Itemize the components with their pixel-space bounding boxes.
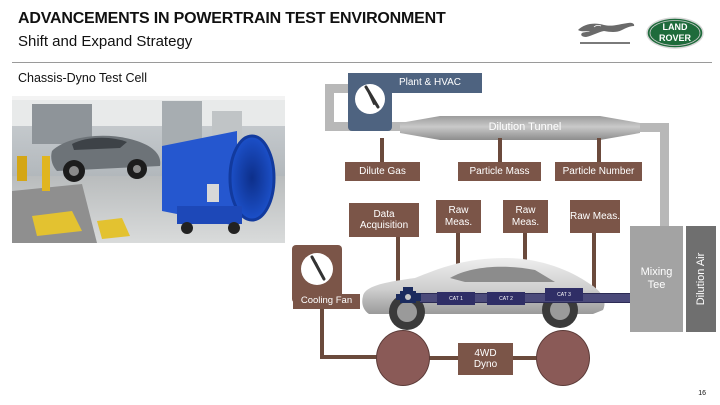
page-number: 16 <box>698 390 706 397</box>
hvac-fan-icon <box>348 73 392 131</box>
raw-meas-box-2: Raw Meas. <box>503 200 548 233</box>
particle-number-label: Particle Number <box>563 166 635 178</box>
raw-meas-label-1: Raw Meas. <box>436 205 481 228</box>
dilute-gas-box: Dilute Gas <box>345 162 420 181</box>
raw-meas-box-3: Raw Meas. <box>570 200 620 233</box>
cooling-fan-label: Cooling Fan <box>301 296 352 307</box>
page-title: ADVANCEMENTS IN POWERTRAIN TEST ENVIRONM… <box>18 10 446 28</box>
raw-meas-box-1: Raw Meas. <box>436 200 481 233</box>
page-subtitle: Shift and Expand Strategy <box>18 33 192 50</box>
dilute-gas-label: Dilute Gas <box>359 166 406 178</box>
test-cell-photo <box>12 96 285 243</box>
header-divider <box>12 62 712 63</box>
catalyst-1-label: CAT 1 <box>449 296 463 302</box>
particle-number-box: Particle Number <box>555 162 642 181</box>
land-rover-word-rover: ROVER <box>646 33 704 44</box>
dyno-label: 4WD Dyno <box>471 348 501 371</box>
dilution-air-label: Dilution Air <box>695 253 707 306</box>
land-rover-logo-text: LAND ROVER <box>646 22 704 44</box>
dilute-gas-line <box>380 138 384 164</box>
data-acquisition-label: Data Acquisition <box>349 209 419 232</box>
cooling-fan-line-horizontal <box>320 355 380 359</box>
land-rover-word-land: LAND <box>646 22 704 33</box>
plant-hvac-icon-box <box>348 73 392 131</box>
dilution-tunnel-label: Dilution Tunnel <box>470 121 580 133</box>
jaguar-leaper-icon <box>572 14 638 50</box>
raw-meas-label-2: Raw Meas. <box>503 205 548 228</box>
dyno-box: 4WD Dyno <box>458 343 513 375</box>
mixing-tee-label: Mixing Tee <box>639 266 675 292</box>
particle-mass-line <box>498 138 502 164</box>
plant-hvac-label: Plant & HVAC <box>399 77 461 89</box>
catalyst-3: CAT 3 <box>545 288 583 301</box>
land-rover-logo: LAND ROVER <box>646 17 704 49</box>
catalyst-3-label: CAT 3 <box>557 292 571 298</box>
catalyst-1: CAT 1 <box>437 292 475 305</box>
jaguar-logo <box>572 14 638 50</box>
cooling-fan-box: Cooling Fan <box>293 294 360 309</box>
particle-number-line <box>597 138 601 164</box>
dilution-air-box: Dilution Air <box>686 226 716 332</box>
particle-mass-box: Particle Mass <box>458 162 541 181</box>
catalyst-2-label: CAT 2 <box>499 296 513 302</box>
mixing-tee-box: Mixing Tee <box>630 226 683 332</box>
data-acquisition-box: Data Acquisition <box>349 203 419 237</box>
dyno-roller-front <box>376 330 430 386</box>
catalyst-2: CAT 2 <box>487 292 525 305</box>
particle-mass-label: Particle Mass <box>469 166 529 178</box>
dyno-roller-rear <box>536 330 590 386</box>
engine-icon <box>396 285 422 307</box>
cooling-fan-line <box>320 308 324 358</box>
test-cell-label: Chassis-Dyno Test Cell <box>18 71 147 85</box>
tunnel-return-pipe <box>660 123 669 228</box>
raw-meas-label-3: Raw Meas. <box>570 211 620 223</box>
